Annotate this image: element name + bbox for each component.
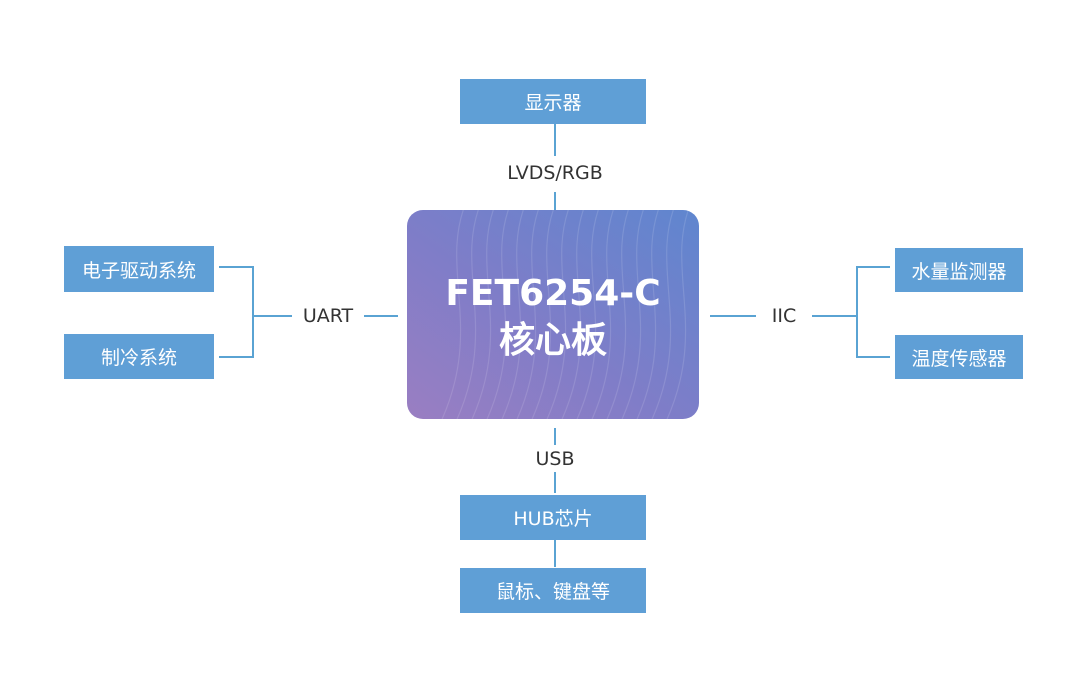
core-subtitle: 核心板 <box>498 320 607 361</box>
hub-chip-box: HUB芯片 <box>460 495 646 540</box>
line-right-bracket <box>856 266 890 358</box>
hub-chip-label: HUB芯片 <box>513 508 593 530</box>
iic-label: IIC <box>756 305 812 327</box>
water-monitor-box: 水量监测器 <box>895 248 1023 292</box>
core-board: FET6254-C 核心板 <box>407 210 699 419</box>
core-wave-pattern <box>441 210 689 419</box>
motor-drive-system-label: 电子驱动系统 <box>81 259 196 282</box>
peripherals-label: 鼠标、键盘等 <box>495 581 610 603</box>
line-left-bracket <box>219 266 254 358</box>
cooling-system-label: 制冷系统 <box>100 347 177 369</box>
display-label: 显示器 <box>524 92 582 114</box>
uart-label: UART <box>294 305 362 327</box>
display-box: 显示器 <box>460 79 646 124</box>
water-monitor-label: 水量监测器 <box>911 260 1007 283</box>
core-title: FET6254-C <box>445 273 661 314</box>
usb-label: USB <box>520 448 590 470</box>
cooling-system-box: 制冷系统 <box>64 334 214 379</box>
peripherals-box: 鼠标、键盘等 <box>460 568 646 613</box>
motor-drive-system-box: 电子驱动系统 <box>64 246 214 292</box>
lvds-rgb-label: LVDS/RGB <box>495 162 615 184</box>
temperature-sensor-box: 温度传感器 <box>895 335 1023 379</box>
temperature-sensor-label: 温度传感器 <box>911 347 1007 370</box>
